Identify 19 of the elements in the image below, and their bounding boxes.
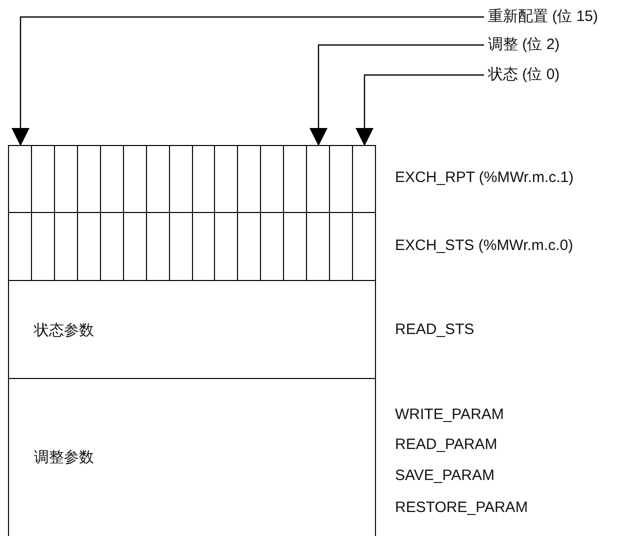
- register-name: SAVE_PARAM: [395, 466, 494, 486]
- callout-label: 调整 (位 2): [484, 35, 560, 55]
- box-label: 状态参数: [34, 321, 94, 341]
- register-name: READ_PARAM: [395, 435, 498, 455]
- register-row: [8, 145, 376, 213]
- arrow: [12, 16, 484, 146]
- box-label: 调整参数: [34, 448, 94, 468]
- register-name: EXCH_STS (%MWr.m.c.0): [395, 236, 574, 256]
- register-box: [8, 379, 376, 536]
- register-name: EXCH_RPT (%MWr.m.c.1): [395, 168, 574, 188]
- register-name: RESTORE_PARAM: [395, 498, 528, 518]
- register-name: READ_STS: [395, 320, 474, 340]
- register-box: [8, 281, 376, 379]
- callout-label: 重新配置 (位 15): [484, 7, 598, 27]
- register-row: [8, 213, 376, 281]
- arrow: [356, 74, 484, 146]
- register-name: WRITE_PARAM: [395, 405, 504, 425]
- callout-label: 状态 (位 0): [484, 65, 560, 85]
- arrow: [310, 44, 484, 146]
